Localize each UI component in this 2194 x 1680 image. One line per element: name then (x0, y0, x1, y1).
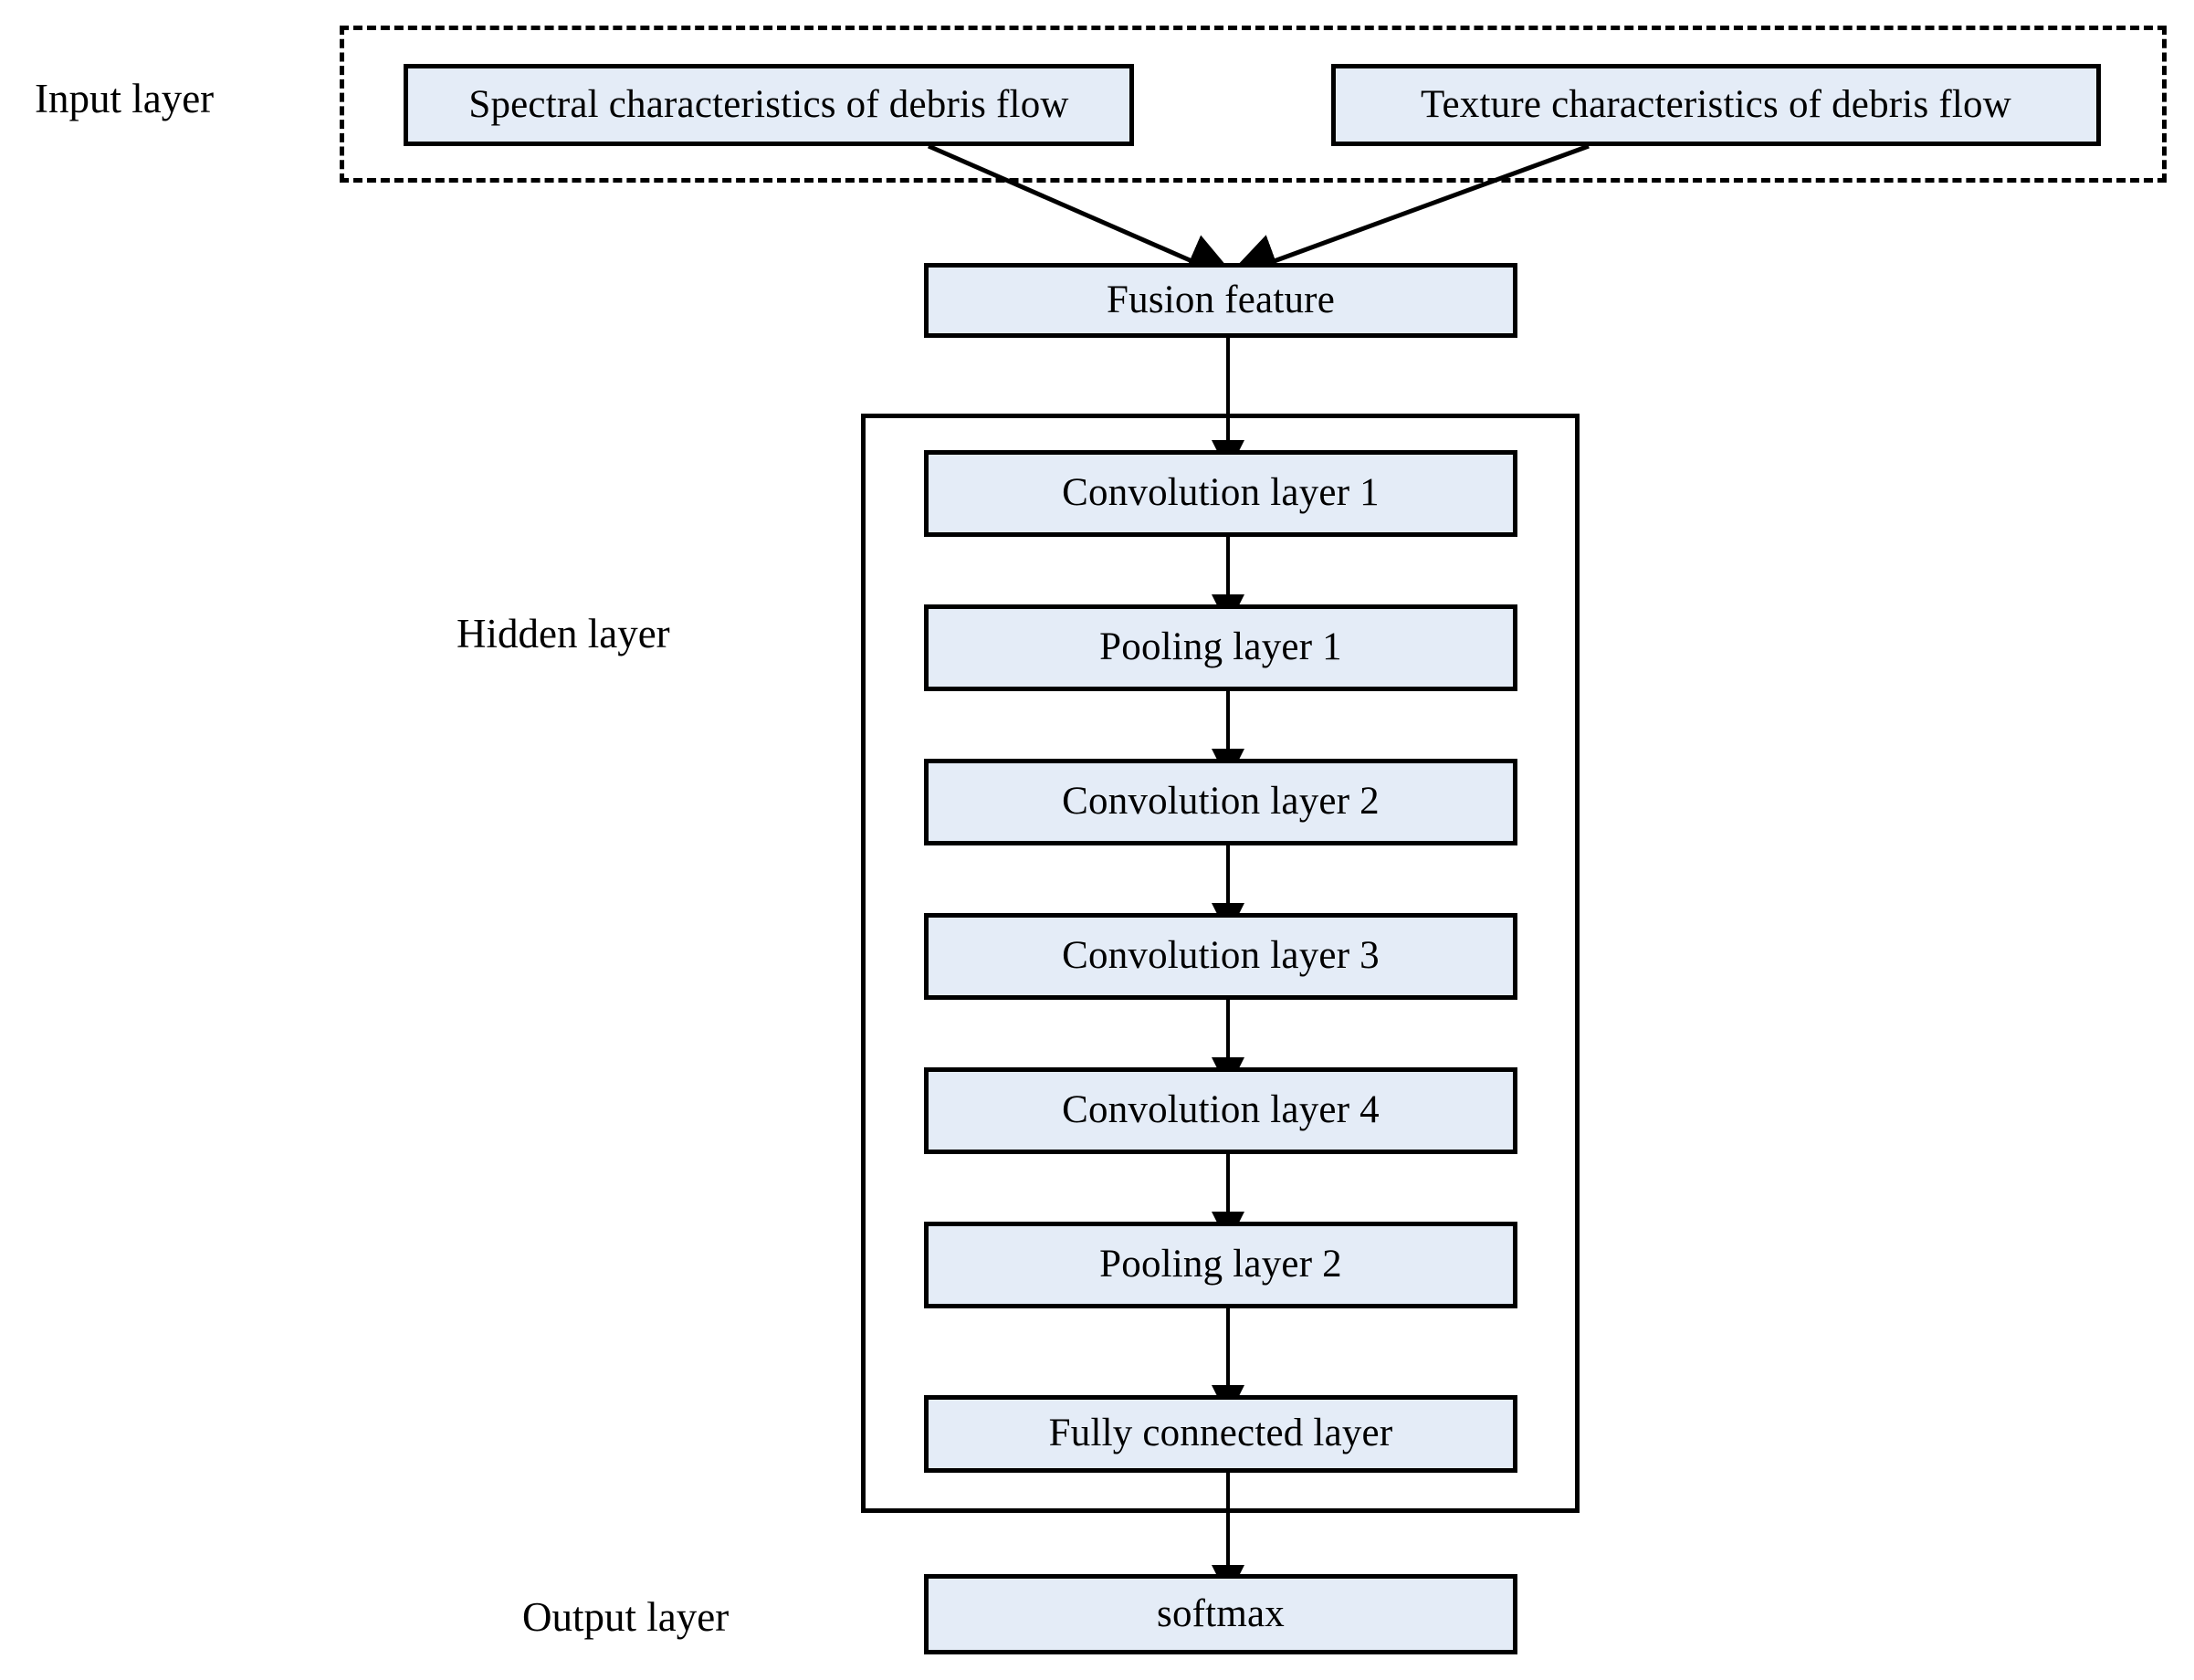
caption-output-layer: Output layer (522, 1594, 730, 1640)
input-layer-frame (340, 26, 2167, 183)
node-convolution-layer-1[interactable]: Convolution layer 1 (924, 450, 1517, 537)
node-convolution-layer-2[interactable]: Convolution layer 2 (924, 759, 1517, 845)
node-pooling-layer-1[interactable]: Pooling layer 1 (924, 604, 1517, 691)
node-spectral-characteristics[interactable]: Spectral characteristics of debris flow (404, 64, 1134, 146)
node-softmax[interactable]: softmax (924, 1574, 1517, 1654)
node-fully-connected-layer[interactable]: Fully connected layer (924, 1395, 1517, 1473)
node-pooling-layer-2[interactable]: Pooling layer 2 (924, 1222, 1517, 1308)
node-convolution-layer-3[interactable]: Convolution layer 3 (924, 913, 1517, 1000)
caption-input-layer: Input layer (35, 76, 215, 121)
caption-hidden-layer: Hidden layer (457, 611, 670, 656)
node-texture-characteristics[interactable]: Texture characteristics of debris flow (1331, 64, 2101, 146)
hidden-layer-frame (861, 414, 1580, 1513)
node-fusion-feature[interactable]: Fusion feature (924, 263, 1517, 338)
node-convolution-layer-4[interactable]: Convolution layer 4 (924, 1067, 1517, 1154)
